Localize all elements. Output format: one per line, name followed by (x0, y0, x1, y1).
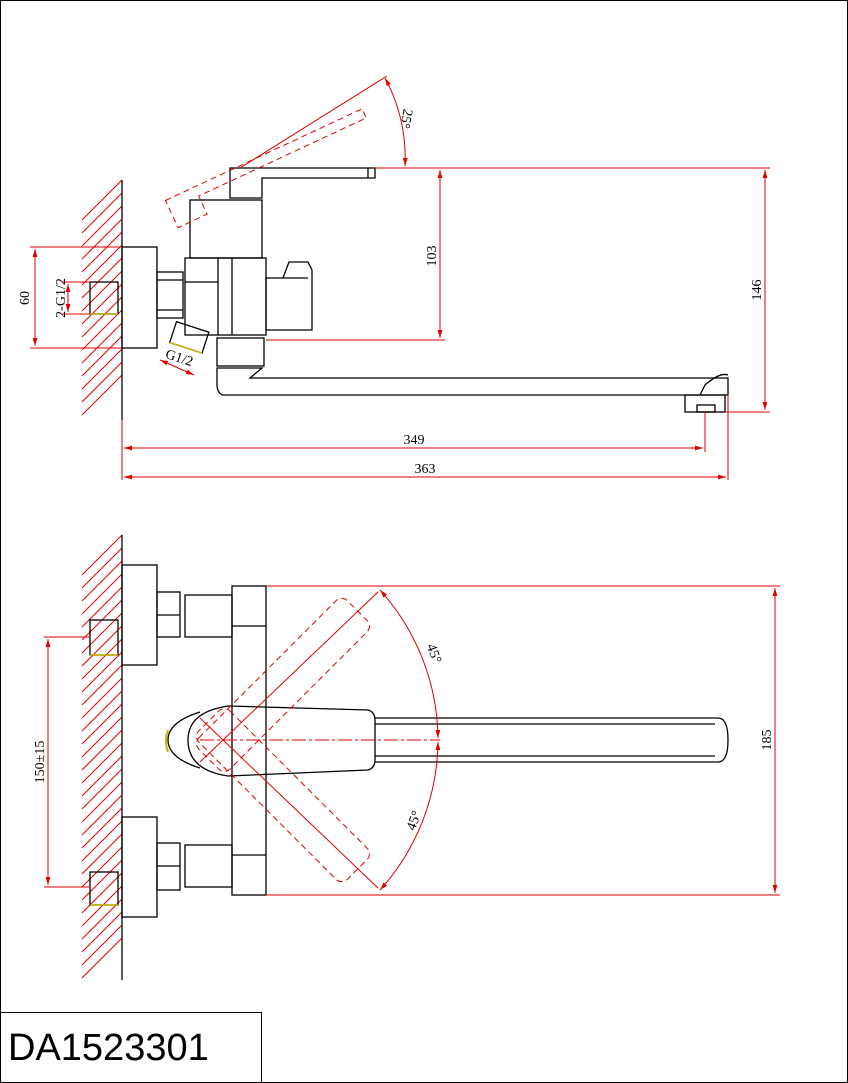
hatch-line (81, 205, 123, 247)
hatch-line (81, 270, 123, 312)
wall-hatch (81, 534, 123, 979)
hatch-line (81, 244, 123, 286)
hatch-line (81, 755, 123, 797)
model-code: DA1523301 (8, 1027, 209, 1069)
inlet-fitting-upper (89, 619, 119, 656)
hatch-line (81, 547, 123, 589)
inlet-pipe-lower (184, 844, 233, 888)
inlet-fitting (89, 281, 119, 315)
mixer-body (184, 257, 267, 336)
hatch-line (81, 729, 123, 771)
hatch-line (81, 911, 123, 953)
hatch-line (81, 768, 123, 810)
hatch-line (81, 374, 123, 416)
hatch-line (81, 807, 123, 849)
hex-nut (156, 271, 184, 319)
hatch-line (81, 846, 123, 888)
dim-363: 363 (415, 462, 436, 477)
hatch-line (81, 924, 123, 966)
dim-146: 146 (750, 280, 765, 301)
spout (375, 717, 729, 763)
wall-flange-upper (121, 564, 158, 666)
hatch-line (81, 573, 123, 615)
hatch-line (81, 664, 123, 706)
cartridge-body (189, 199, 263, 259)
hatch-line (81, 179, 123, 221)
hatch-line (81, 742, 123, 784)
dim-103: 103 (425, 246, 440, 267)
hatch-line (81, 833, 123, 875)
hatch-line (81, 937, 123, 979)
hatch-line (81, 872, 123, 914)
inlet-pipe-upper (184, 594, 233, 638)
hatch-line (81, 586, 123, 628)
top-view: 45° 45° 185 150±15 (33, 534, 780, 980)
hatch-line (81, 885, 123, 927)
dim-2-g1-2: 2-G1/2 (54, 278, 69, 318)
hatch-line (81, 716, 123, 758)
dim-25-deg: 25° (396, 108, 414, 130)
hatch-line (81, 859, 123, 901)
dim-185: 185 (760, 730, 775, 751)
dim-150-15: 150±15 (33, 741, 48, 784)
hatch-line (81, 638, 123, 680)
wall-hatch (81, 179, 123, 416)
dim-60: 60 (18, 291, 33, 305)
dim-45-deg-down: 45° (404, 809, 425, 833)
hatch-line (81, 283, 123, 325)
hatch-line (81, 348, 123, 390)
hatch-line (81, 192, 123, 234)
dim-g1-2: G1/2 (163, 347, 194, 370)
hatch-line (81, 677, 123, 719)
side-view: 103 146 60 2-G1/2 G1/2 349 363 25° (18, 75, 770, 480)
diverter-knob (265, 261, 313, 331)
hatch-line (81, 625, 123, 667)
dim-45-deg-up: 45° (423, 642, 444, 666)
hatch-line (81, 703, 123, 745)
hatch-line (81, 309, 123, 351)
spout (216, 367, 729, 396)
lever-handle (187, 705, 376, 777)
spout-nut (216, 337, 265, 367)
model-code-box: DA1523301 (0, 1012, 262, 1082)
hatch-line (81, 612, 123, 654)
hatch-line (81, 690, 123, 732)
aerator (684, 394, 726, 413)
hatch-line (81, 231, 123, 273)
dim-349: 349 (404, 433, 425, 448)
hatch-line (81, 296, 123, 338)
hatch-line (81, 781, 123, 823)
hatch-line (81, 651, 123, 693)
hatch-line (81, 560, 123, 602)
hatch-line (81, 335, 123, 377)
lever-raised-outline (164, 108, 368, 229)
lever-handle (229, 167, 376, 199)
wall-flange-lower (121, 816, 158, 918)
hatch-line (81, 322, 123, 364)
hatch-line (81, 218, 123, 260)
hatch-line (81, 361, 123, 403)
hatch-line (81, 794, 123, 836)
hatch-line (81, 534, 123, 576)
hatch-line (81, 257, 123, 299)
hatch-line (81, 820, 123, 862)
wall-flange (121, 246, 158, 349)
